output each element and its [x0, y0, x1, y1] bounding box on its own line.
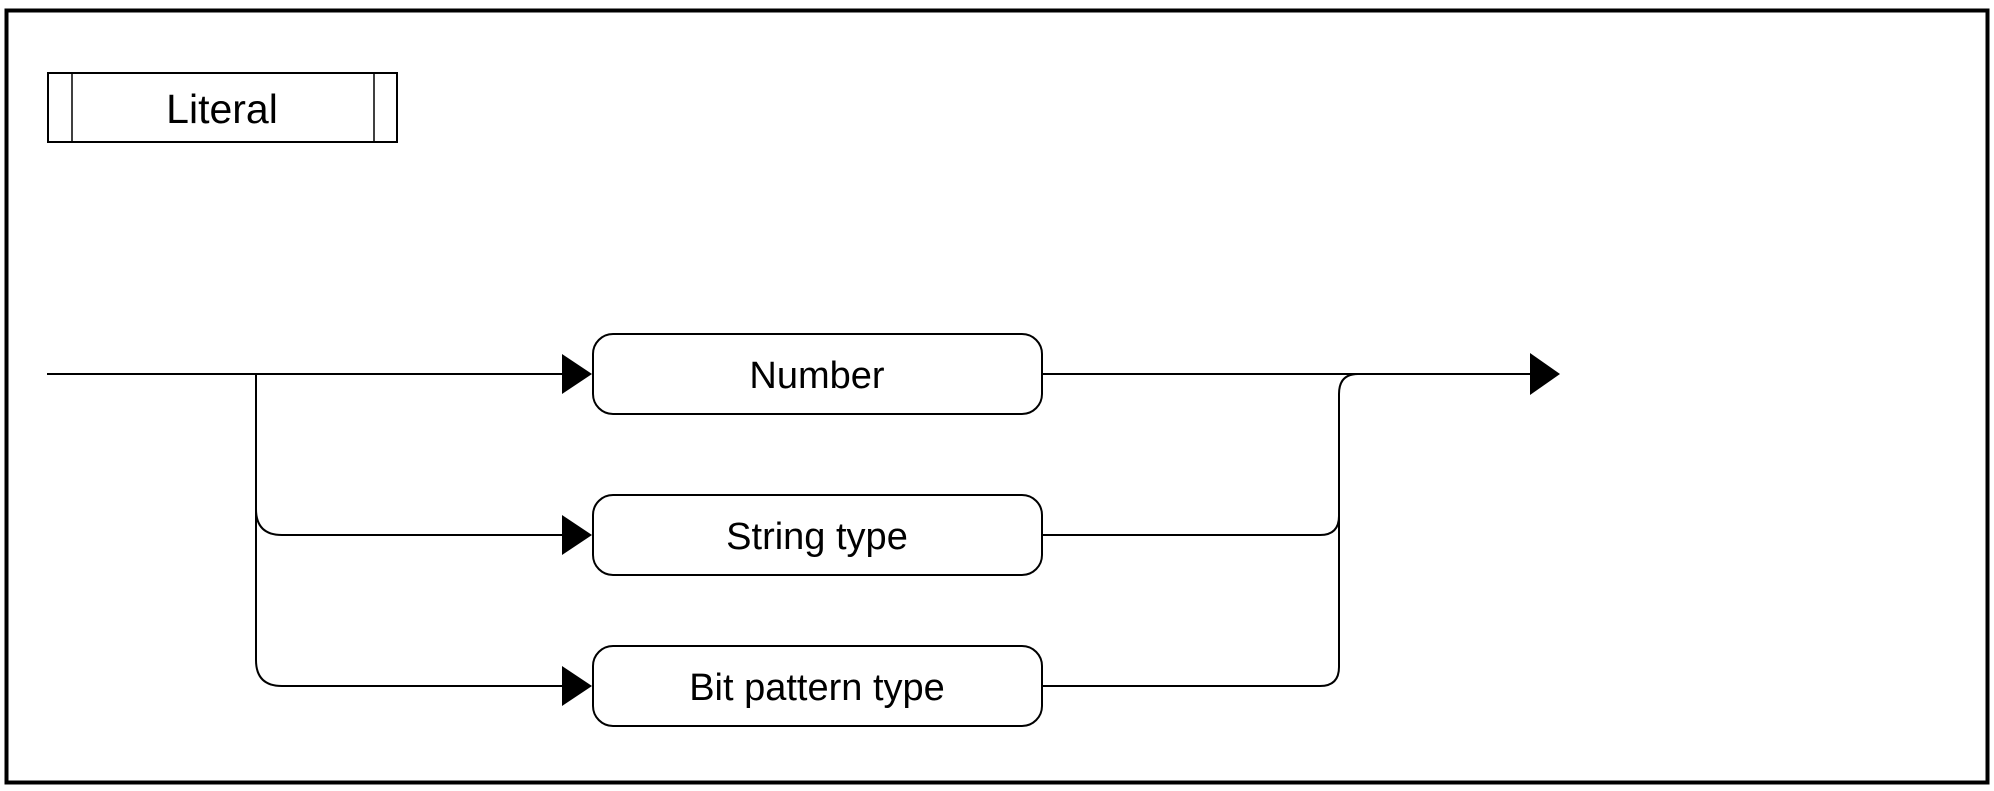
branch-line-string-type — [255, 374, 562, 536]
node-number-label: Number — [749, 355, 884, 397]
rule-definition-box: Literal — [47, 72, 398, 143]
node-number-box — [592, 333, 1043, 415]
node-string-type-box — [592, 494, 1043, 576]
node-string-type-label: String type — [726, 516, 908, 558]
exit-arrowhead-icon — [1530, 353, 1560, 395]
rule-box-outline — [47, 72, 398, 143]
arrowhead-bit-pattern-type-icon — [562, 666, 592, 706]
arrowhead-string-type-icon — [562, 515, 592, 555]
merge-line-bit-pattern-type — [1042, 516, 1340, 687]
branch-line-bit-pattern-type — [255, 374, 562, 687]
node-number: Number — [592, 333, 1043, 415]
rule-name-label: Literal — [166, 86, 278, 132]
node-bit-pattern-type: Bit pattern type — [592, 645, 1043, 727]
outer-frame — [4, 8, 1990, 785]
node-bit-pattern-type-label: Bit pattern type — [689, 667, 945, 709]
merge-line-string-type — [1042, 373, 1359, 536]
node-bit-pattern-type-box — [592, 645, 1043, 727]
arrowhead-number-icon — [562, 354, 592, 394]
track-lines — [47, 373, 1530, 687]
node-string-type: String type — [592, 494, 1043, 576]
